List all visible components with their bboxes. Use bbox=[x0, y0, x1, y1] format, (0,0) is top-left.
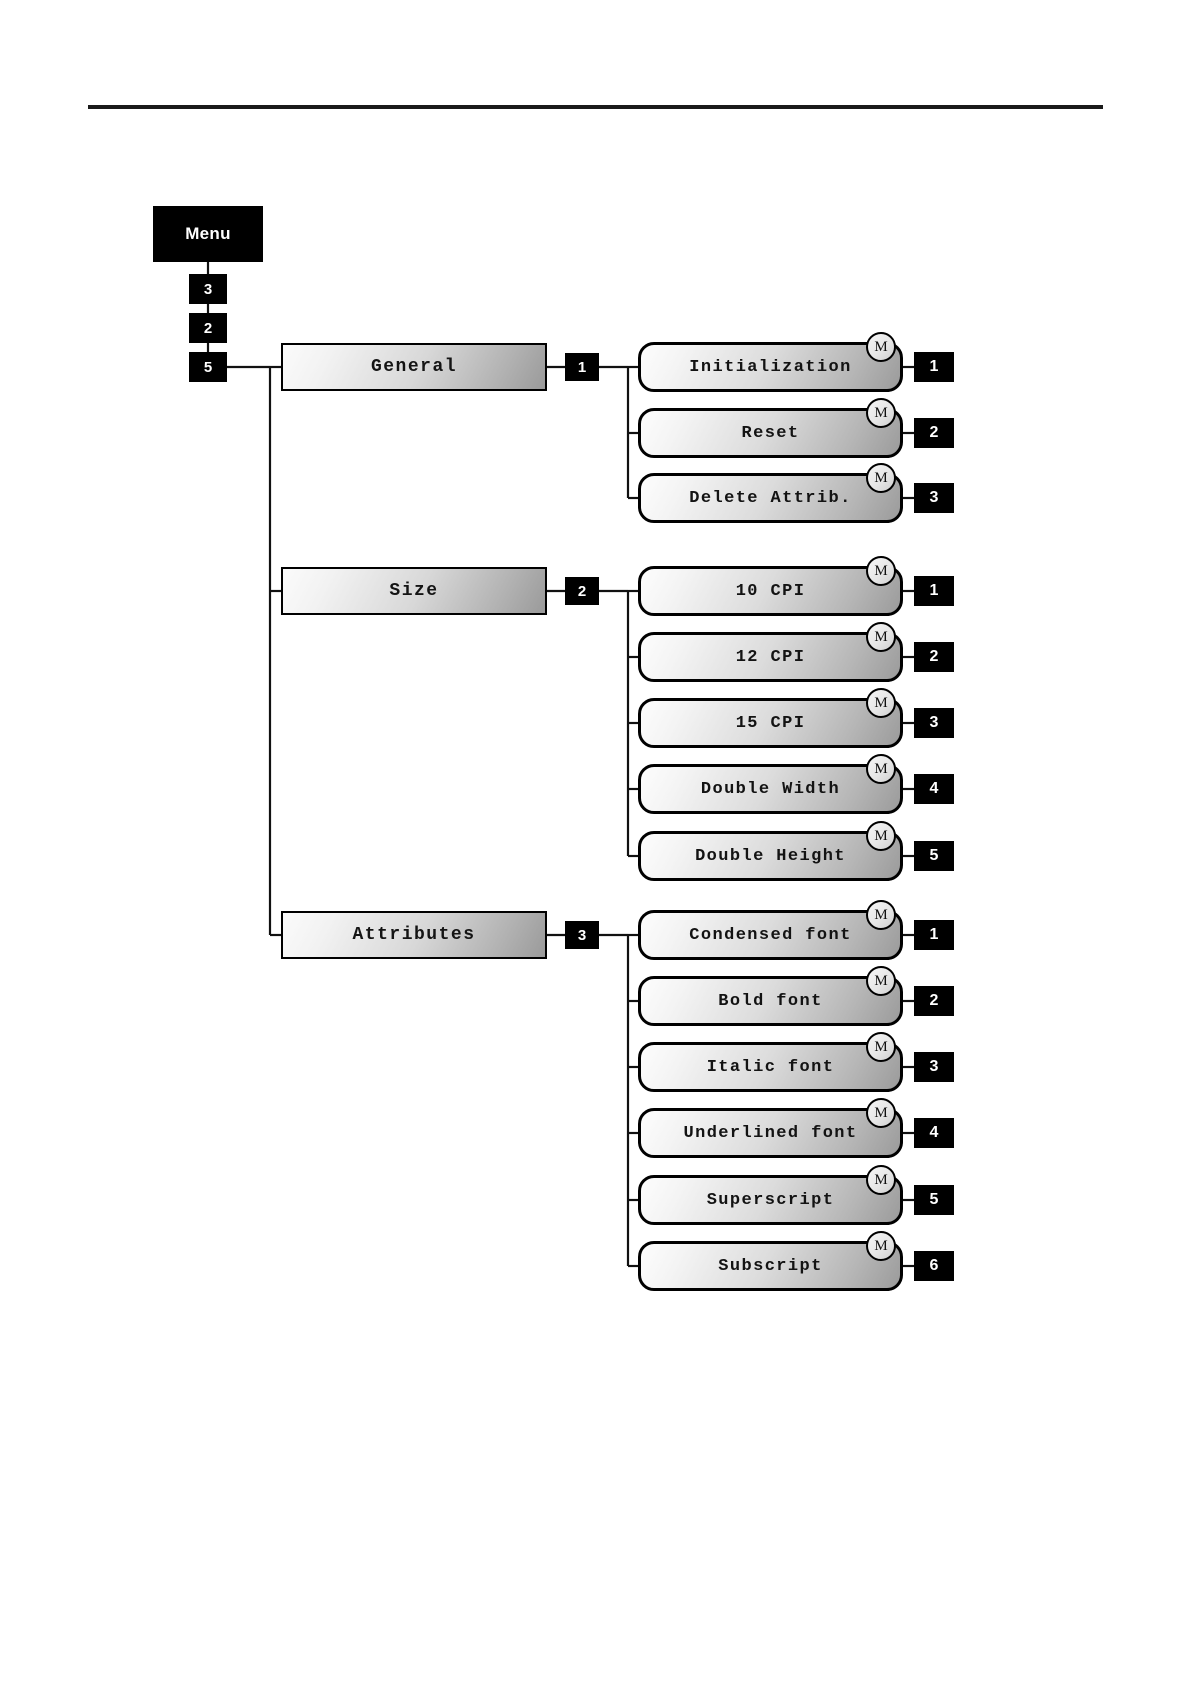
leaf-number-italic-font-label: 3 bbox=[929, 1058, 939, 1075]
key-badge-1-label: 3 bbox=[203, 280, 213, 298]
leaf-number-bold-font[interactable]: 2 bbox=[914, 986, 954, 1016]
leaf-box-double-width[interactable]: Double Width M bbox=[638, 754, 903, 814]
leaf-number-italic-font[interactable]: 3 bbox=[914, 1052, 954, 1082]
memory-badge-icon: M bbox=[866, 332, 896, 362]
leaf-box-15-cpi[interactable]: 15 CPI M bbox=[638, 688, 903, 748]
leaf-number-bold-font-label: 2 bbox=[929, 992, 939, 1009]
leaf-number-15-cpi[interactable]: 3 bbox=[914, 708, 954, 738]
header-rule bbox=[88, 105, 1103, 109]
leaf-label-initialization: Initialization bbox=[689, 357, 852, 377]
key-badge-2[interactable]: 2 bbox=[189, 313, 227, 343]
leaf-number-condensed-font-label: 1 bbox=[929, 926, 939, 943]
leaf-label-italic-font: Italic font bbox=[706, 1057, 835, 1077]
category-box-size[interactable]: Size bbox=[281, 567, 547, 615]
leaf-box-bold-font[interactable]: Bold font M bbox=[638, 966, 903, 1026]
leaf-number-15-cpi-label: 3 bbox=[929, 714, 939, 731]
category-label-size: Size bbox=[389, 581, 439, 601]
key-badge-1[interactable]: 3 bbox=[189, 274, 227, 304]
leaf-number-initialization[interactable]: 1 bbox=[914, 352, 954, 382]
memory-badge-icon: M bbox=[866, 556, 896, 586]
menu-root-box[interactable]: Menu bbox=[153, 206, 263, 262]
category-box-attributes[interactable]: Attributes bbox=[281, 911, 547, 959]
leaf-box-italic-font[interactable]: Italic font M bbox=[638, 1032, 903, 1092]
leaf-box-10-cpi[interactable]: 10 CPI M bbox=[638, 556, 903, 616]
leaf-label-underlined-font: Underlined font bbox=[683, 1123, 858, 1143]
memory-badge-icon: M bbox=[866, 622, 896, 652]
leaf-label-bold-font: Bold font bbox=[718, 991, 823, 1011]
menu-root-label: Menu bbox=[185, 224, 231, 243]
leaf-box-underlined-font[interactable]: Underlined font M bbox=[638, 1098, 903, 1158]
memory-badge-icon: M bbox=[866, 1032, 896, 1062]
memory-badge-icon: M bbox=[866, 398, 896, 428]
leaf-number-superscript-label: 5 bbox=[929, 1191, 939, 1208]
leaf-label-superscript: Superscript bbox=[706, 1190, 835, 1210]
leaf-box-12-cpi[interactable]: 12 CPI M bbox=[638, 622, 903, 682]
leaf-label-reset: Reset bbox=[741, 423, 800, 443]
leaf-number-delete-attrib-label: 3 bbox=[929, 489, 939, 506]
leaf-number-double-width-label: 4 bbox=[929, 780, 939, 797]
leaf-number-10-cpi[interactable]: 1 bbox=[914, 576, 954, 606]
leaf-number-delete-attrib[interactable]: 3 bbox=[914, 483, 954, 513]
leaf-box-subscript[interactable]: Subscript M bbox=[638, 1231, 903, 1291]
category-number-general-label: 1 bbox=[577, 358, 587, 376]
memory-badge-icon: M bbox=[866, 463, 896, 493]
memory-badge-icon: M bbox=[866, 1231, 896, 1261]
leaf-number-10-cpi-label: 1 bbox=[929, 582, 939, 599]
leaf-box-reset[interactable]: Reset M bbox=[638, 398, 903, 458]
leaf-number-12-cpi-label: 2 bbox=[929, 648, 939, 665]
category-box-general[interactable]: General bbox=[281, 343, 547, 391]
key-badge-2-label: 2 bbox=[203, 319, 213, 337]
leaf-label-10-cpi: 10 CPI bbox=[735, 581, 806, 601]
memory-badge-icon: M bbox=[866, 966, 896, 996]
leaf-number-12-cpi[interactable]: 2 bbox=[914, 642, 954, 672]
leaf-number-condensed-font[interactable]: 1 bbox=[914, 920, 954, 950]
leaf-box-condensed-font[interactable]: Condensed font M bbox=[638, 900, 903, 960]
category-number-general[interactable]: 1 bbox=[565, 353, 599, 381]
leaf-box-superscript[interactable]: Superscript M bbox=[638, 1165, 903, 1225]
memory-badge-icon: M bbox=[866, 1165, 896, 1195]
category-number-attributes-label: 3 bbox=[577, 926, 587, 944]
leaf-number-double-height[interactable]: 5 bbox=[914, 841, 954, 871]
leaf-label-12-cpi: 12 CPI bbox=[735, 647, 806, 667]
leaf-number-subscript[interactable]: 6 bbox=[914, 1251, 954, 1281]
memory-badge-icon: M bbox=[866, 754, 896, 784]
leaf-label-subscript: Subscript bbox=[718, 1256, 823, 1276]
memory-badge-icon: M bbox=[866, 900, 896, 930]
category-number-size[interactable]: 2 bbox=[565, 577, 599, 605]
leaf-number-double-height-label: 5 bbox=[929, 847, 939, 864]
leaf-number-underlined-font[interactable]: 4 bbox=[914, 1118, 954, 1148]
leaf-label-15-cpi: 15 CPI bbox=[735, 713, 806, 733]
memory-badge-icon: M bbox=[866, 688, 896, 718]
leaf-number-reset-label: 2 bbox=[929, 424, 939, 441]
memory-badge-icon: M bbox=[866, 1098, 896, 1128]
leaf-number-initialization-label: 1 bbox=[929, 358, 939, 375]
leaf-box-initialization[interactable]: Initialization M bbox=[638, 332, 903, 392]
key-badge-3[interactable]: 5 bbox=[189, 352, 227, 382]
leaf-label-double-width: Double Width bbox=[700, 779, 841, 799]
category-number-attributes[interactable]: 3 bbox=[565, 921, 599, 949]
leaf-label-delete-attrib: Delete Attrib. bbox=[689, 488, 852, 508]
leaf-number-subscript-label: 6 bbox=[929, 1257, 939, 1274]
leaf-number-underlined-font-label: 4 bbox=[929, 1124, 939, 1141]
memory-badge-icon: M bbox=[866, 821, 896, 851]
category-number-size-label: 2 bbox=[577, 582, 587, 600]
leaf-label-condensed-font: Condensed font bbox=[689, 925, 852, 945]
leaf-box-delete-attrib[interactable]: Delete Attrib. M bbox=[638, 463, 903, 523]
category-label-general: General bbox=[370, 357, 458, 377]
leaf-label-double-height: Double Height bbox=[695, 846, 846, 866]
leaf-box-double-height[interactable]: Double Height M bbox=[638, 821, 903, 881]
category-label-attributes: Attributes bbox=[352, 925, 476, 945]
leaf-number-superscript[interactable]: 5 bbox=[914, 1185, 954, 1215]
leaf-number-reset[interactable]: 2 bbox=[914, 418, 954, 448]
leaf-number-double-width[interactable]: 4 bbox=[914, 774, 954, 804]
key-badge-3-label: 5 bbox=[203, 358, 213, 376]
